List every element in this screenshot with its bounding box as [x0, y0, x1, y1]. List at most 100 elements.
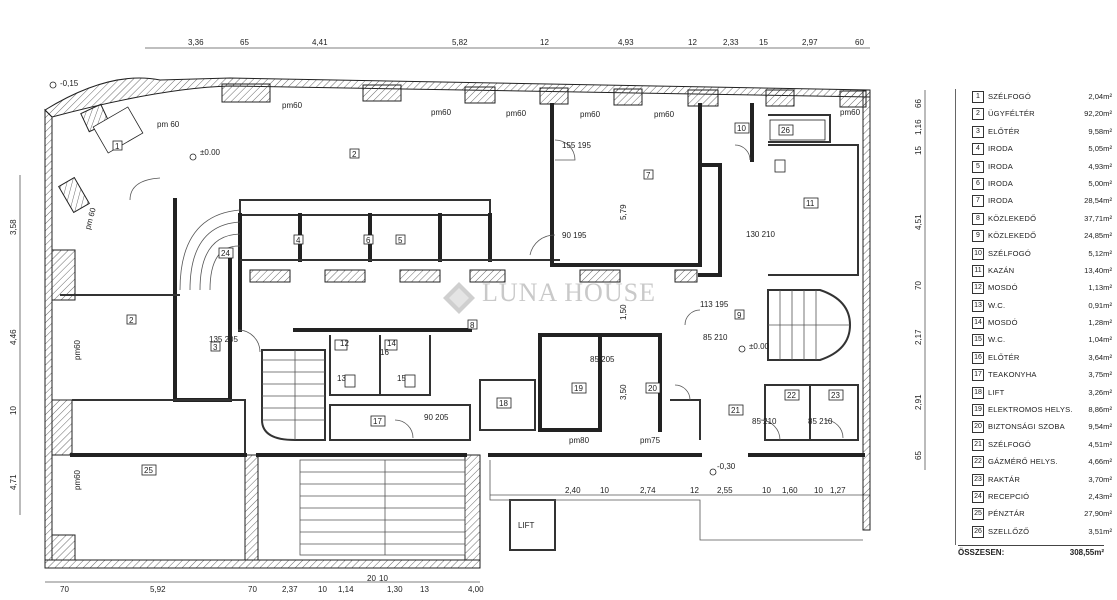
legend-area: 3,75m²: [1088, 370, 1112, 380]
pm-mark-0: pm 60: [157, 120, 180, 129]
legend-area: 3,51m²: [1088, 526, 1112, 536]
legend-num: 20: [972, 421, 984, 434]
pm-mark-4: pm60: [580, 110, 601, 119]
pm-mark-1: pm60: [282, 101, 303, 110]
legend-area: 4,51m²: [1088, 439, 1112, 449]
dim-top-0: 3,36: [188, 38, 204, 47]
luna-house-logo: [443, 282, 475, 314]
top-dimensions: 3,36 65 4,41 5,82 12 4,93 12 2,33 15 2,9…: [188, 38, 864, 47]
room-label-16: 16: [380, 348, 389, 357]
legend-area: 5,12m²: [1088, 248, 1112, 258]
room-label-23: 23: [831, 391, 840, 400]
pm-mark-6: pm 60: [83, 206, 98, 230]
legend-num: 26: [972, 525, 984, 538]
legend-name: IRODA: [988, 178, 1014, 188]
pm-mark-5: pm60: [654, 110, 675, 119]
opening-dim-2: 130 210: [746, 230, 775, 239]
legend-name: TEAKONYHA: [988, 370, 1037, 380]
legend-name: KÖZLEKEDŐ: [988, 213, 1037, 223]
room-label-4: 4: [296, 236, 301, 245]
legend-name: W.C.: [988, 335, 1006, 345]
legend-name: ELŐTÉR: [988, 352, 1020, 362]
room-label-21: 21: [731, 406, 740, 415]
dim-int-6: 1,60: [782, 486, 798, 495]
legend-num: 18: [972, 386, 984, 399]
lift-shaft: LIFT: [489, 460, 863, 551]
dim-bottom-7: 10: [379, 574, 388, 583]
legend-row: 26 SZELLŐZŐ 3,51m²: [960, 524, 1112, 541]
room-label-19: 19: [574, 384, 583, 393]
legend-num: 24: [972, 490, 984, 503]
legend-total-value: 308,55m²: [1069, 548, 1104, 557]
legend-total-rule: [958, 545, 1104, 546]
legend-total: ÖSSZESEN: 308,55m²: [958, 548, 1104, 557]
legend-area: 3,70m²: [1088, 474, 1112, 484]
dim-top-6: 12: [688, 38, 697, 47]
dim-right-0: 66: [914, 99, 923, 108]
dim-bottom-8: 1,30: [387, 585, 403, 594]
room-label-2b: 2: [129, 316, 134, 325]
legend-num: 9: [972, 230, 984, 243]
dim-left-3: 4,71: [9, 474, 18, 490]
fixtures: [92, 106, 826, 388]
dim-top-4: 12: [540, 38, 549, 47]
legend-num: 4: [972, 143, 984, 156]
doors: [237, 139, 844, 441]
level-mark-0: -0,15: [60, 79, 79, 88]
dim-top-2: 4,41: [312, 38, 328, 47]
pm-mark-3: pm60: [506, 109, 527, 118]
dim-top-5: 4,93: [618, 38, 634, 47]
dim-int-0: 2,40: [565, 486, 581, 495]
legend-name: IRODA: [988, 161, 1014, 171]
dim-right-5: 2,17: [914, 329, 923, 345]
dim-bottom-0: 70: [60, 585, 69, 594]
room-label-24: 24: [221, 249, 230, 258]
dim-right-2: 15: [914, 146, 923, 155]
height-mark-2: 3,50: [619, 384, 628, 400]
room-label-9: 9: [737, 311, 742, 320]
legend-num: 12: [972, 282, 984, 295]
legend-area: 1,28m²: [1088, 318, 1112, 328]
legend-name: SZÉLFOGÓ: [988, 439, 1031, 449]
legend-name: RAKTÁR: [988, 474, 1021, 484]
legend-area: 2,43m²: [1088, 491, 1112, 501]
legend-name: SZÉLFOGÓ: [988, 92, 1031, 101]
legend-num: 6: [972, 177, 984, 190]
dim-left-1: 4,46: [9, 329, 18, 345]
legend-num: 8: [972, 212, 984, 225]
legend-area: 3,64m²: [1088, 352, 1112, 362]
room-label-25: 25: [144, 466, 153, 475]
room-label-7: 7: [646, 171, 651, 180]
opening-dim-9: 113 195: [700, 300, 729, 309]
room-label-12: 12: [340, 339, 349, 348]
dim-bottom-2: 70: [248, 585, 257, 594]
legend-num: 10: [972, 247, 984, 260]
legend-num: 19: [972, 404, 984, 417]
reception-curve: [129, 177, 241, 291]
legend-name: MOSDÓ: [988, 318, 1018, 328]
legend-name: IRODA: [988, 196, 1014, 206]
legend-num: 22: [972, 456, 984, 469]
dim-bottom-9: 13: [420, 585, 429, 594]
dim-bottom-4: 10: [318, 585, 327, 594]
legend-num: 17: [972, 369, 984, 382]
height-mark-0: 5,79: [619, 204, 628, 220]
legend-row: 17 TEAKONYHA 3,75m²: [960, 367, 1112, 384]
legend-row: 8 KÖZLEKEDŐ 37,71m²: [960, 211, 1112, 228]
legend-area: 37,71m²: [1084, 213, 1112, 223]
room-label-10: 10: [737, 124, 746, 133]
legend-name: SZELLŐZŐ: [988, 526, 1030, 536]
legend-area: 9,58m²: [1088, 126, 1112, 136]
legend-name: ÜGYFÉLTÉR: [988, 109, 1035, 119]
